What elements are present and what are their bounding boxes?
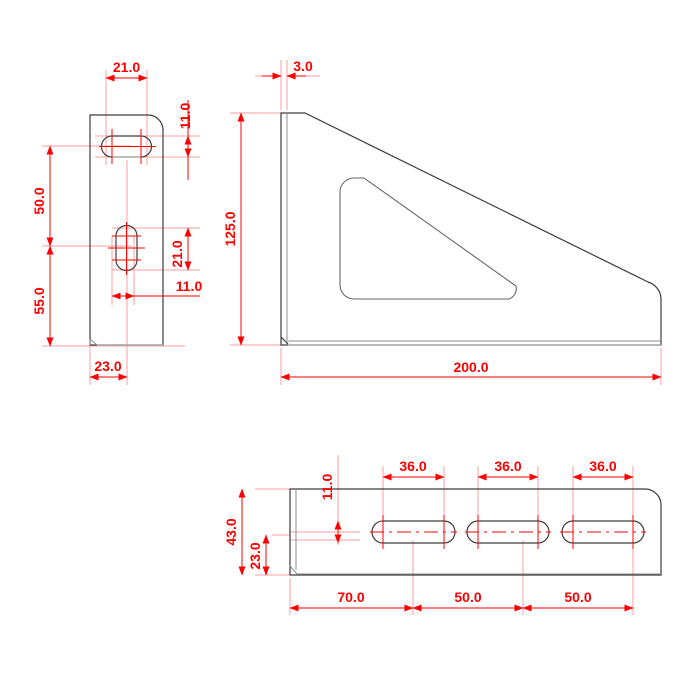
- dim-label-55: 55.0: [31, 287, 47, 314]
- dim-label-21-lower: 21.0: [169, 240, 185, 267]
- dim-side-length: 200.0: [280, 359, 662, 381]
- dim-plan-pitch-2: 50.0: [522, 589, 634, 612]
- plan-view-slot-1: [371, 520, 456, 544]
- plan-view-slot-2-centermarks: [465, 515, 551, 549]
- side-view-profile: [280, 112, 662, 346]
- dim-label-23-front: 23.0: [94, 358, 121, 374]
- dim-front-slot-top-width: 11.0: [177, 100, 193, 180]
- dim-label-36-slot2: 36.0: [494, 458, 521, 474]
- dim-plan-flange-width: 43.0: [223, 488, 246, 576]
- dim-label-11-lower: 11.0: [176, 278, 203, 294]
- plan-view-slot-1-centermarks: [370, 515, 457, 549]
- dim-front-slot-top-length: 21.0: [105, 59, 148, 82]
- dim-front-edge-to-slot: 55.0: [31, 245, 54, 347]
- dim-plan-slot-1-length: 36.0: [382, 458, 445, 481]
- front-view: 21.0 11.0 50.0 55.0 21.0 11.0: [31, 59, 202, 385]
- dim-label-50: 50.0: [31, 187, 47, 214]
- dim-label-21-top: 21.0: [113, 59, 140, 75]
- dim-front-slot-lower-height: 21.0: [169, 227, 192, 271]
- dim-plan-slot-2-length: 36.0: [477, 458, 539, 481]
- front-view-plate-outline: [89, 114, 164, 346]
- dim-plan-first-slot: 70.0: [289, 589, 414, 612]
- plan-view-slot-2: [466, 520, 550, 544]
- dim-plan-slot-from-edge: 23.0: [247, 534, 270, 576]
- dim-label-11-top: 11.0: [177, 103, 193, 130]
- dim-label-36-slot1: 36.0: [399, 458, 426, 474]
- dim-label-125: 125.0: [222, 211, 238, 246]
- side-view-triangular-cutout: [339, 177, 517, 300]
- dim-label-70: 70.0: [337, 589, 364, 605]
- dim-label-23-plan: 23.0: [247, 542, 263, 569]
- dim-front-slot-from-left: 23.0: [89, 358, 128, 381]
- dim-front-slot-pitch: 50.0: [31, 145, 54, 247]
- dim-label-11-plan: 11.0: [319, 474, 335, 501]
- dim-label-43: 43.0: [223, 518, 239, 545]
- dim-plan-slot-3-length: 36.0: [572, 458, 634, 481]
- plan-view-slot-3-centermarks: [560, 515, 646, 549]
- dim-plan-slot-width: 11.0: [319, 474, 342, 544]
- dim-label-3: 3.0: [293, 58, 313, 74]
- front-view-slot-lower-centermarks: [108, 222, 145, 275]
- plan-view-slot-3: [561, 520, 645, 544]
- dim-label-50-pitch1: 50.0: [454, 589, 481, 605]
- plan-view-outline: [289, 488, 662, 576]
- dim-label-50-pitch2: 50.0: [564, 589, 591, 605]
- side-view: 3.0 125.0 200.0: [222, 58, 662, 385]
- dim-front-slot-lower-width: 11.0: [111, 278, 203, 300]
- side-view-extension-lines: [230, 60, 662, 385]
- dim-label-36-slot3: 36.0: [589, 458, 616, 474]
- dim-side-height: 125.0: [222, 112, 245, 346]
- plan-view: 11.0 43.0 23.0 36.0 36.0 36.0 70.0: [223, 455, 662, 615]
- dim-side-thickness: 3.0: [262, 58, 313, 80]
- front-view-slot-top-centermarks: [99, 129, 156, 164]
- dim-label-200: 200.0: [453, 359, 488, 375]
- dim-plan-pitch-1: 50.0: [412, 589, 524, 612]
